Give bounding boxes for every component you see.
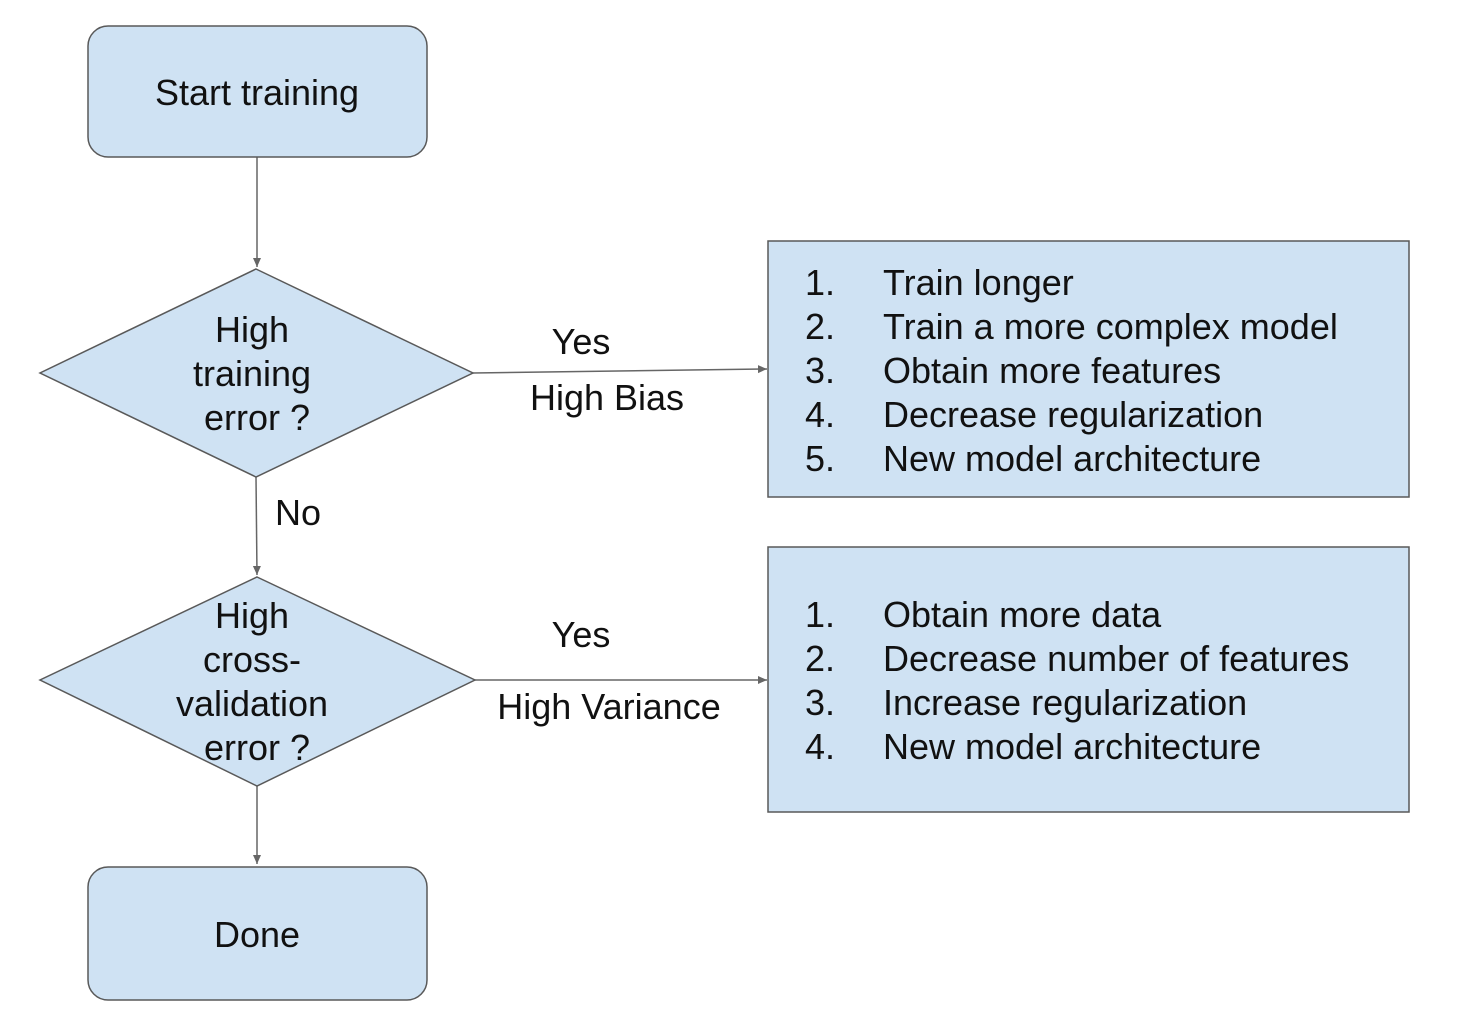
list-item-number: 2. <box>805 638 835 679</box>
decision-variance-line: validation <box>176 683 328 724</box>
list-item-text: New model architecture <box>883 438 1261 479</box>
decision-variance-label: High cross- validation error ? <box>176 595 338 768</box>
list-item-text: Decrease number of features <box>883 638 1349 679</box>
decision-bias-label: High training error ? <box>193 309 321 438</box>
start-node-shape <box>87 25 428 158</box>
list-item-number: 3. <box>805 350 835 391</box>
bias-remedies-list: 1. Train longer 2. Train a more complex … <box>805 262 1338 479</box>
edge-bias-yes-label: Yes <box>552 321 611 362</box>
bias-remedies-shape <box>767 240 1410 498</box>
variance-remedies-list: 1. Obtain more data 2. Decrease number o… <box>805 594 1349 767</box>
list-item-text: Increase regularization <box>883 682 1247 723</box>
list-item-text: Obtain more data <box>883 594 1162 635</box>
edge-bias-yes-sublabel: High Bias <box>530 377 684 418</box>
bias-remedies-box: 1. Train longer 2. Train a more complex … <box>767 240 1410 498</box>
done-node: Done <box>87 866 428 1001</box>
list-item-number: 2. <box>805 306 835 347</box>
list-item-text: Decrease regularization <box>883 394 1263 435</box>
variance-remedies-box: 1. Obtain more data 2. Decrease number o… <box>767 546 1410 813</box>
edge-bias-no-label: No <box>275 492 321 533</box>
decision-high-cv-error: High cross- validation error ? <box>38 576 477 787</box>
start-node-label: Start training <box>155 72 359 113</box>
decision-bias-line: High <box>215 309 289 350</box>
list-item-text: New model architecture <box>883 726 1261 767</box>
decision-high-training-error: High training error ? <box>38 268 475 478</box>
variance-remedies-shape <box>767 546 1410 813</box>
list-item-number: 5. <box>805 438 835 479</box>
list-item-text: Train longer <box>883 262 1074 303</box>
edge-variance-yes-label: Yes <box>552 614 611 655</box>
list-item-number: 3. <box>805 682 835 723</box>
start-node: Start training <box>87 25 428 158</box>
edge-bias-yes <box>472 365 768 374</box>
decision-bias-line: training <box>193 353 311 394</box>
list-item-number: 1. <box>805 594 835 635</box>
done-node-label: Done <box>214 914 300 955</box>
list-item-number: 4. <box>805 726 835 767</box>
decision-bias-line: error ? <box>204 397 310 438</box>
list-item-text: Obtain more features <box>883 350 1221 391</box>
edge-bias-no <box>252 476 261 576</box>
decision-bias-shape <box>38 268 475 478</box>
list-item-number: 4. <box>805 394 835 435</box>
decision-variance-line: error ? <box>204 727 310 768</box>
list-item-text: Train a more complex model <box>883 306 1338 347</box>
edge-variance-yes-sublabel: High Variance <box>497 686 720 727</box>
decision-variance-shape <box>38 576 477 787</box>
decision-variance-line: High <box>215 595 289 636</box>
decision-variance-line: cross- <box>203 639 301 680</box>
done-node-shape <box>87 866 428 1001</box>
list-item-number: 1. <box>805 262 835 303</box>
